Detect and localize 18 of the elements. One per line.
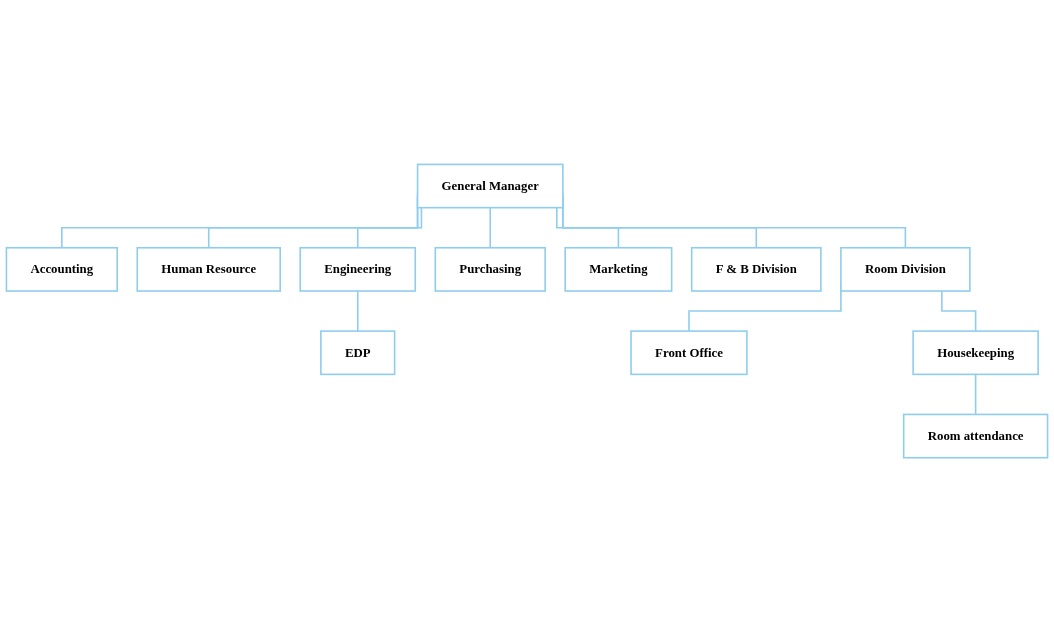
node-box: General Manager bbox=[416, 164, 564, 209]
connector bbox=[941, 290, 977, 333]
connector bbox=[356, 207, 423, 249]
node-box: Marketing bbox=[564, 247, 673, 293]
node-box: Human Resource bbox=[136, 247, 281, 293]
node-box: Housekeeping bbox=[912, 330, 1039, 376]
node-box: EDP bbox=[320, 330, 396, 376]
node-box: Engineering bbox=[299, 247, 417, 293]
node-box: Accounting bbox=[5, 247, 118, 293]
connector bbox=[489, 207, 492, 249]
connector bbox=[356, 290, 359, 333]
connector bbox=[974, 374, 977, 416]
node-box: Purchasing bbox=[434, 247, 546, 293]
node-box: Room Division bbox=[840, 247, 971, 293]
node-box: Front Office bbox=[630, 330, 748, 376]
node-box: Room attendance bbox=[902, 414, 1049, 459]
node-box: F & B Division bbox=[690, 247, 822, 293]
connector bbox=[556, 207, 620, 249]
